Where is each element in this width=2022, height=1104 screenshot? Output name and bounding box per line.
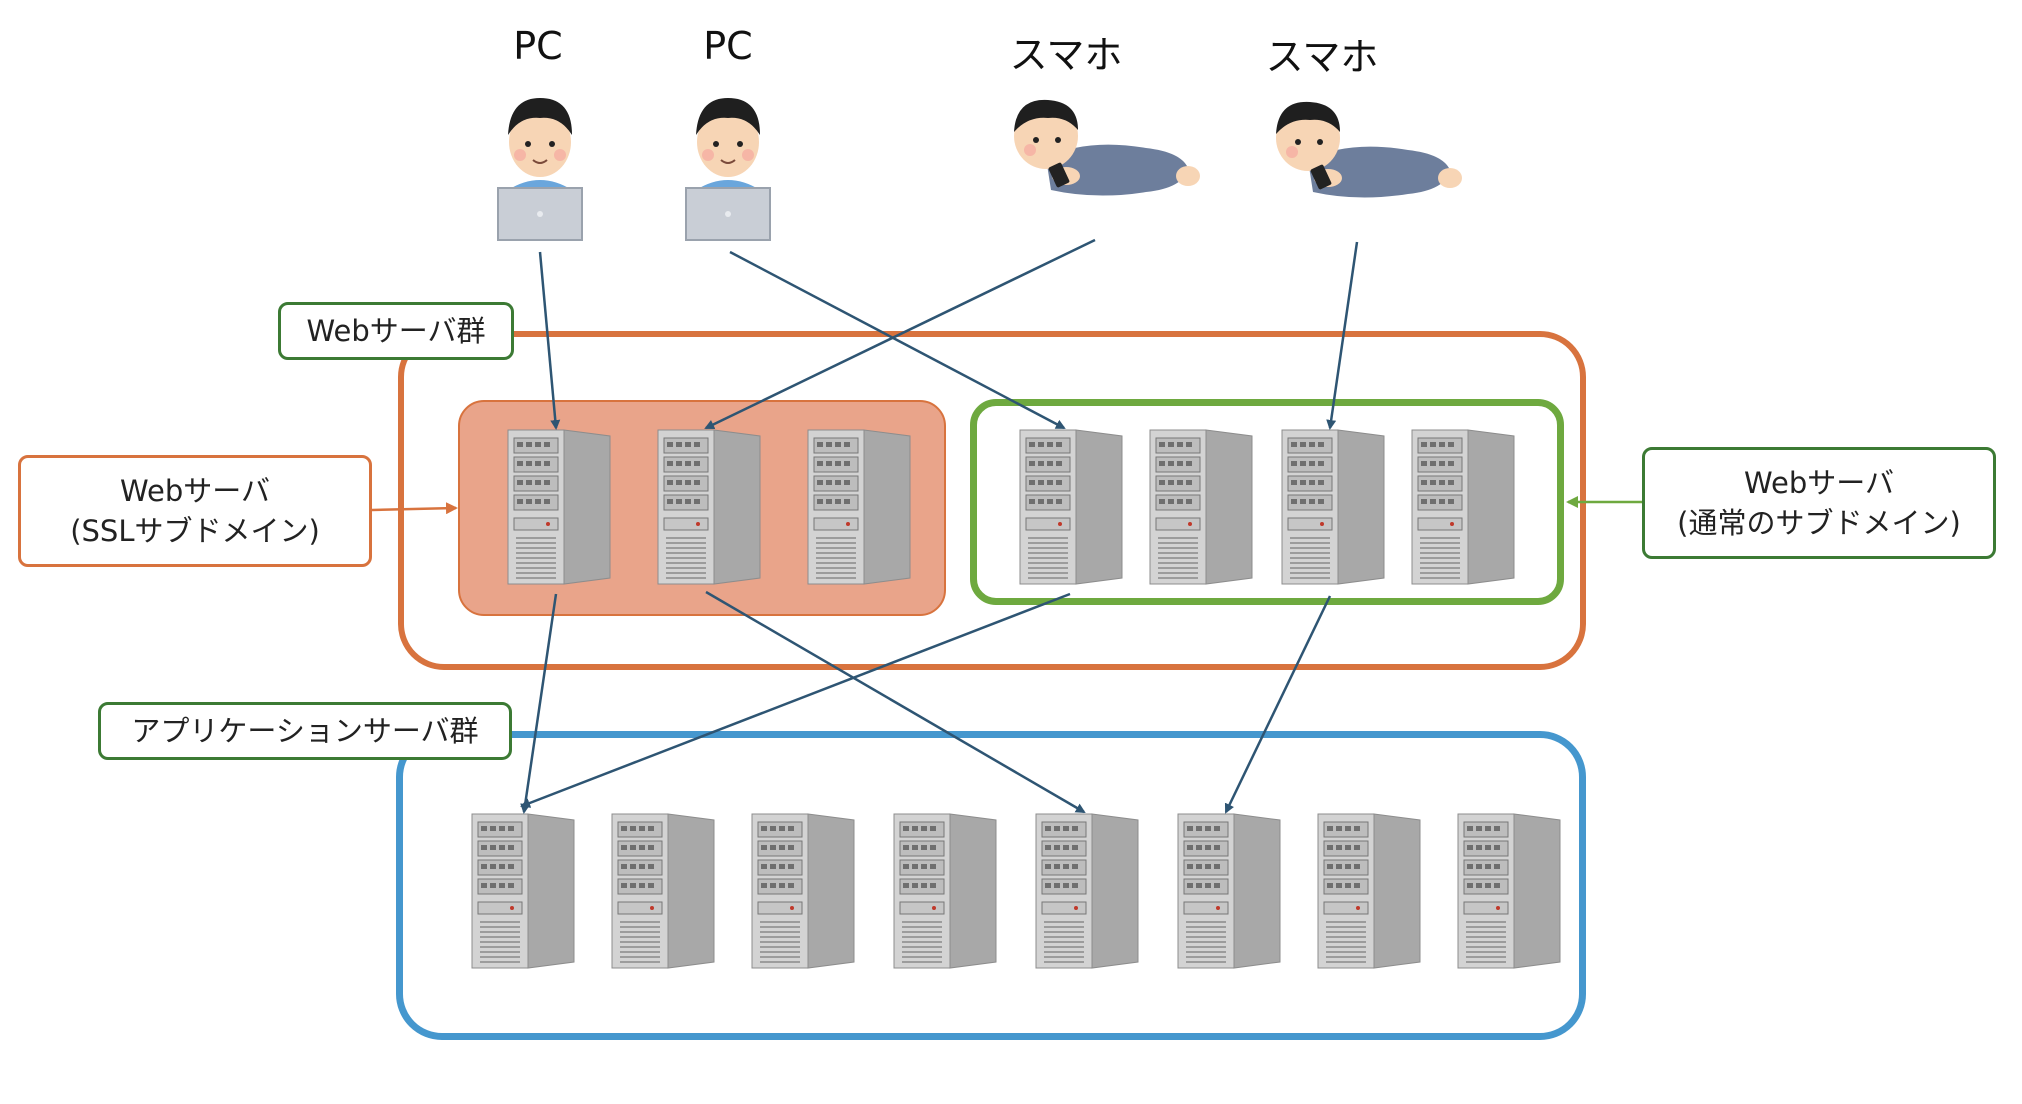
arrow-ssl-to-app-1 — [520, 593, 558, 814]
arrow-ssl-to-app-5 — [705, 590, 1086, 814]
normal-web-label-line2: (通常のサブドメイン) — [1677, 506, 1961, 540]
app-group-label: アプリケーションサーバ群 — [98, 702, 512, 760]
tower-server-icon — [1457, 813, 1561, 969]
arrow-pc1-to-ssl — [538, 251, 561, 430]
tower-server-icon — [893, 813, 997, 969]
tower-server-icon — [1317, 813, 1421, 969]
ssl-web-label-line2: (SSLサブドメイン) — [70, 514, 320, 548]
tower-server-icon — [807, 429, 911, 585]
app-group-label-text: アプリケーションサーバ群 — [131, 714, 479, 748]
arrow-phone1-to-ssl — [704, 238, 1096, 430]
tower-server-icon — [471, 813, 575, 969]
arrow-ssl-label — [371, 502, 458, 515]
tower-server-icon — [1177, 813, 1281, 969]
tower-server-icon — [1411, 429, 1515, 585]
tower-server-icon — [1149, 429, 1253, 585]
client-label-phone-1: スマホ — [1009, 33, 1123, 77]
tower-server-icon — [657, 429, 761, 585]
normal-web-server-group — [970, 399, 1564, 605]
lying-phone-user-icon — [1014, 99, 1200, 196]
arrow-normal-to-app-1 — [520, 592, 1071, 808]
tower-server-icon — [611, 813, 715, 969]
client-label-pc-1: PC — [513, 24, 563, 68]
client-label-phone-2: スマホ — [1265, 35, 1379, 79]
laptop-user-icon — [497, 98, 583, 241]
ssl-web-label: Webサーバ (SSLサブドメイン) — [18, 455, 372, 567]
arrow-pc2-to-normal — [729, 250, 1066, 430]
web-group-label: Webサーバ群 — [278, 302, 514, 360]
laptop-user-icon — [685, 98, 771, 241]
app-server-group — [396, 731, 1586, 1040]
tower-server-icon — [1281, 429, 1385, 585]
lying-phone-user-icon — [1276, 101, 1462, 198]
tower-server-icon — [507, 429, 611, 585]
tower-server-icon — [751, 813, 855, 969]
normal-web-label-line1: Webサーバ — [1744, 466, 1894, 500]
web-server-group — [398, 331, 1586, 670]
tower-server-icon — [1019, 429, 1123, 585]
client-label-pc-2: PC — [703, 24, 753, 68]
arrow-phone2-to-normal — [1326, 241, 1359, 430]
ssl-web-label-line1: Webサーバ — [120, 474, 270, 508]
web-group-label-text: Webサーバ群 — [306, 314, 486, 348]
tower-server-icon — [1035, 813, 1139, 969]
normal-web-label: Webサーバ (通常のサブドメイン) — [1642, 447, 1996, 559]
arrow-normal-to-app-6 — [1224, 595, 1332, 814]
